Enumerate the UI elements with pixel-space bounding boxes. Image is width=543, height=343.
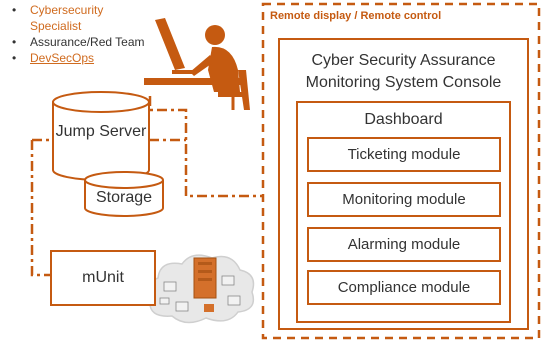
role-item-cybersecurity: Cybersecurity Specialist [8, 2, 145, 34]
server-cylinder-icon [52, 91, 150, 181]
connector-lines [30, 96, 262, 277]
role-item-assurance: Assurance/Red Team [8, 34, 145, 50]
role-item-devsecops: DevSecOps [8, 50, 145, 66]
remote-panel-title: Remote display / Remote control [270, 10, 442, 22]
network-cloud-icon [145, 254, 255, 324]
ticketing-module-label: Ticketing module [347, 146, 461, 163]
compliance-module-label: Compliance module [337, 279, 471, 296]
storage-label: Storage [95, 189, 153, 206]
jump-server-label: Jump Server [55, 123, 147, 140]
server-to-munit-connector [30, 140, 50, 277]
monitoring-module[interactable]: Monitoring module [307, 182, 501, 217]
storage-cylinder-icon [84, 171, 164, 217]
compliance-module[interactable]: Compliance module [307, 270, 501, 305]
operator-at-computer-icon [144, 18, 250, 110]
console-title: Cyber Security Assurance Monitoring Syst… [305, 52, 502, 91]
monitoring-module-label: Monitoring module [342, 191, 466, 208]
ticketing-module[interactable]: Ticketing module [307, 137, 501, 172]
alarming-module-label: Alarming module [347, 236, 461, 253]
role-item-devsecops-text: DevSecOps [30, 51, 95, 65]
role-list: Cybersecurity Specialist Assurance/Red T… [8, 2, 145, 66]
operator-to-console-connector [148, 96, 262, 198]
alarming-module[interactable]: Alarming module [307, 227, 501, 262]
munit-box: mUnit [50, 250, 156, 306]
munit-label: mUnit [82, 269, 124, 286]
dashboard-title: Dashboard [364, 111, 443, 128]
remote-panel-border [261, 2, 541, 340]
